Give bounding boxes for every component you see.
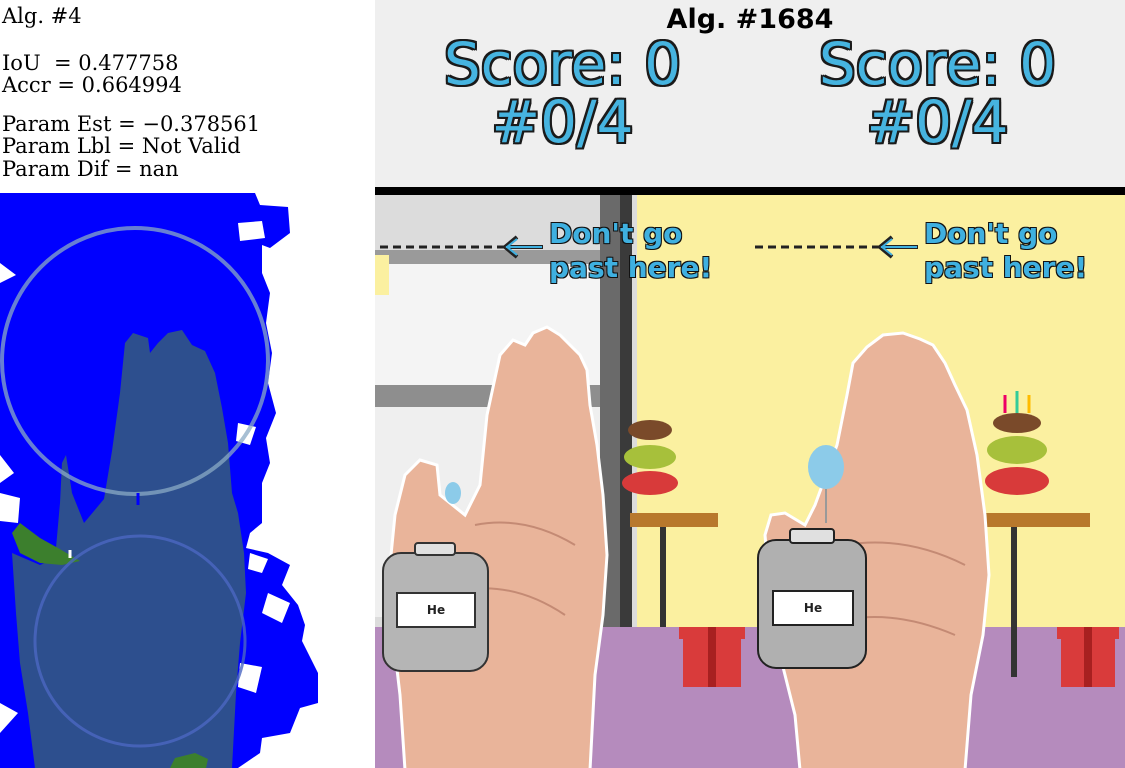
mask-hole xyxy=(238,663,262,693)
detection-circle-top xyxy=(0,226,270,496)
segmentation-map xyxy=(0,193,375,768)
warning-right-line2: past here! xyxy=(924,251,1088,284)
mask-hole xyxy=(238,221,265,241)
game-alg-title: Alg. #1684 xyxy=(666,4,834,35)
detection-circle-bottom xyxy=(33,534,247,748)
warning-right-line1: Don't go xyxy=(924,217,1058,250)
tank-label-left: He xyxy=(427,603,445,617)
table-leg xyxy=(660,527,666,627)
cake-tier xyxy=(987,436,1047,464)
game-panel: Alg. #1684 Score: 0 Score: 0 #0/4 #0/4 xyxy=(375,0,1125,768)
table-top xyxy=(630,513,718,527)
tank-cap xyxy=(414,542,456,556)
mask-hole xyxy=(0,493,20,523)
table-leg xyxy=(1011,527,1017,677)
tank-label-right: He xyxy=(804,601,822,615)
tank-label-box xyxy=(396,592,476,628)
param-lbl-value: Param Lbl = Not Valid xyxy=(2,134,241,158)
cake-tier xyxy=(622,471,678,495)
left-view: He xyxy=(375,195,750,768)
balloon-right xyxy=(808,445,844,489)
gift-ribbon xyxy=(1084,627,1092,687)
warning-left-line1: Don't go xyxy=(549,217,683,250)
cake-tier xyxy=(993,413,1041,433)
wall xyxy=(637,195,750,627)
window-frame xyxy=(375,250,605,264)
accr-value: Accr = 0.664994 xyxy=(2,73,182,97)
hand-overlay xyxy=(12,330,246,768)
false-positive-region xyxy=(12,523,80,565)
score-right: Score: 0 xyxy=(818,30,1057,98)
round-counter-left: #0/4 xyxy=(491,88,634,156)
header-divider xyxy=(375,187,1125,195)
warning-left-line2: past here! xyxy=(549,251,713,284)
balloon-left xyxy=(445,482,461,504)
false-positive-region xyxy=(170,753,208,768)
param-est-value: Param Est = −0.378561 xyxy=(2,112,261,136)
param-dif-value: Param Dif = nan xyxy=(2,157,179,181)
mask-hole xyxy=(248,553,268,573)
tank-label-box xyxy=(772,590,854,626)
cake-tier xyxy=(628,420,672,440)
iou-value: IoU = 0.477758 xyxy=(2,51,179,75)
right-view: He xyxy=(750,195,1125,768)
yellow-strip xyxy=(375,255,389,295)
palm-crease xyxy=(474,521,576,546)
score-left: Score: 0 xyxy=(443,30,682,98)
mask-hole xyxy=(262,593,290,623)
tank-cap xyxy=(789,528,835,544)
table-top xyxy=(985,513,1090,527)
limit-arrow-right xyxy=(880,238,917,256)
diagnostic-panel: Alg. #4 IoU = 0.477758 Accr = 0.664994 P… xyxy=(0,0,375,768)
limit-arrow-left xyxy=(505,238,542,256)
cake-tier xyxy=(624,445,676,469)
cake-tier xyxy=(985,467,1049,495)
game-scene: He xyxy=(375,195,1125,768)
gift-ribbon xyxy=(708,627,716,687)
score-header xyxy=(375,0,1125,188)
alg-label: Alg. #4 xyxy=(2,4,82,28)
round-counter-right: #0/4 xyxy=(866,88,1009,156)
